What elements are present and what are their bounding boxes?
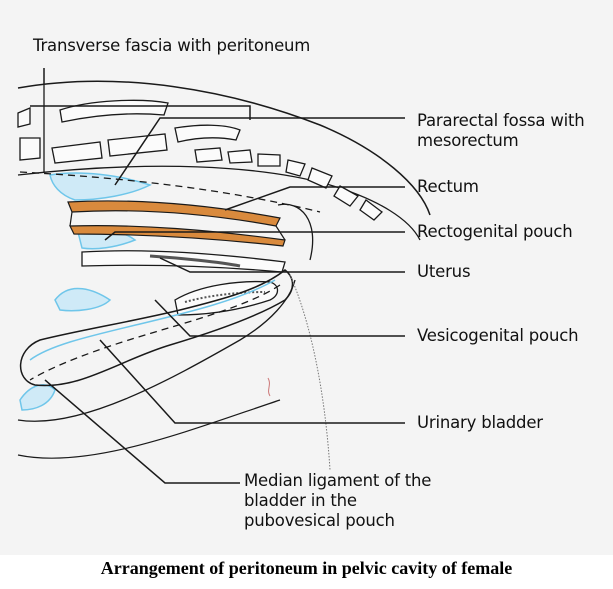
pelvic-cavity-diagram: Transverse fascia with peritoneum Parare… [0, 0, 613, 555]
label-median-ligament-2: bladder in the [244, 491, 357, 511]
label-pararectal-fossa-2: mesorectum [417, 131, 519, 151]
label-vesicogenital-pouch: Vesicogenital pouch [417, 326, 578, 346]
label-median-ligament-1: Median ligament of the [244, 471, 431, 491]
label-transverse-fascia: Transverse fascia with peritoneum [33, 36, 310, 56]
peritoneal-fold-line [290, 275, 330, 470]
label-uterus: Uterus [417, 262, 470, 282]
label-rectogenital-pouch: Rectogenital pouch [417, 222, 573, 242]
figure-caption: Arrangement of peritoneum in pelvic cavi… [0, 558, 613, 579]
label-median-ligament-3: pubovesical pouch [244, 511, 395, 531]
red-mark [268, 378, 270, 396]
label-rectum: Rectum [417, 177, 479, 197]
label-pararectal-fossa-1: Pararectal fossa with [417, 111, 585, 131]
label-urinary-bladder: Urinary bladder [417, 413, 543, 433]
